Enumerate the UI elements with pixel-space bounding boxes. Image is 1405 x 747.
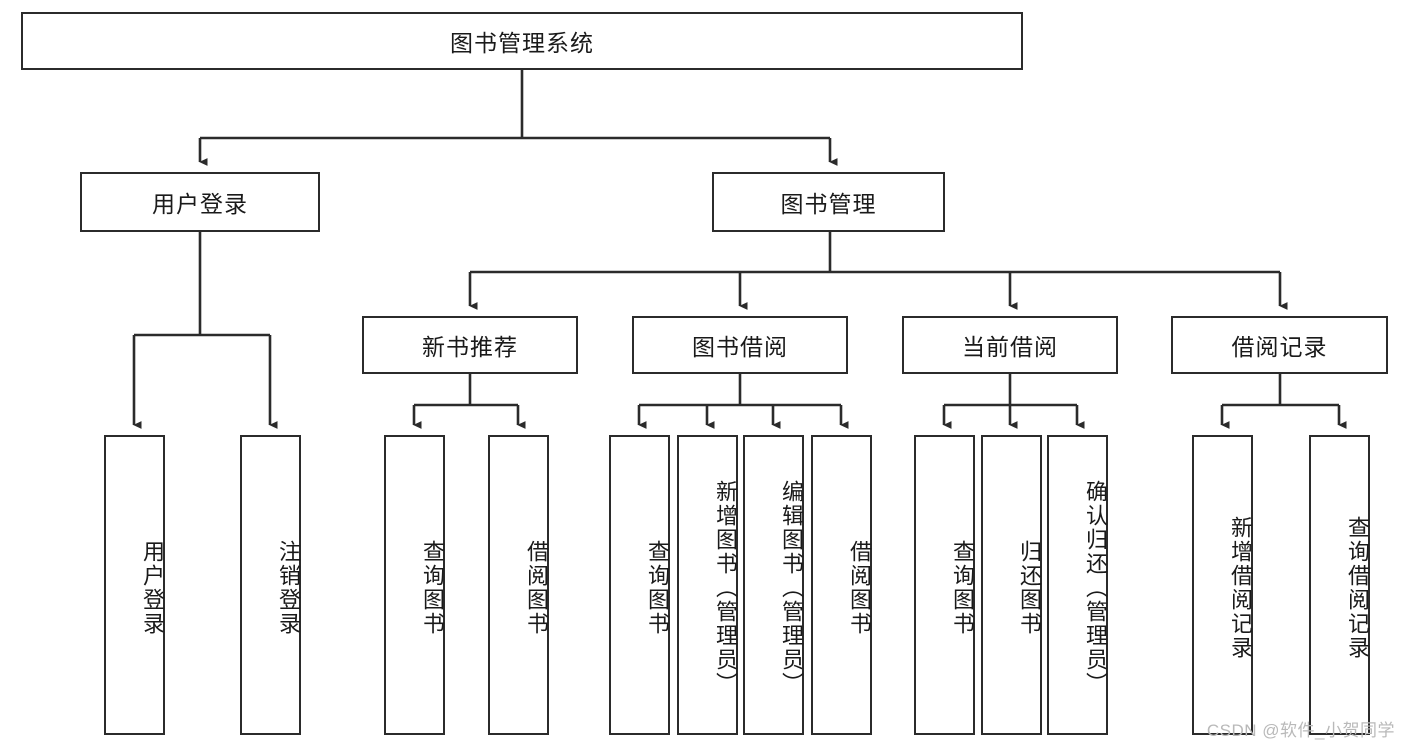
node-root-label: 图书管理系统 bbox=[450, 30, 594, 56]
node-leaf-query-book-1-label: 查询图书 bbox=[420, 540, 445, 636]
node-leaf-add-book-label: 新增图书（管理员） bbox=[713, 480, 738, 696]
node-new-book-recommend[interactable]: 新书推荐 bbox=[362, 316, 578, 374]
node-new-book-recommend-label: 新书推荐 bbox=[422, 334, 518, 360]
node-leaf-confirm-return[interactable]: 确认归还（管理员） bbox=[1047, 435, 1108, 735]
node-borrow-record[interactable]: 借阅记录 bbox=[1171, 316, 1388, 374]
node-user-login[interactable]: 用户登录 bbox=[80, 172, 320, 232]
node-leaf-borrow-book-1-label: 借阅图书 bbox=[524, 540, 549, 636]
node-leaf-user-logout[interactable]: 注销登录 bbox=[240, 435, 301, 735]
node-root[interactable]: 图书管理系统 bbox=[21, 12, 1023, 70]
node-leaf-query-record[interactable]: 查询借阅记录 bbox=[1309, 435, 1370, 735]
node-leaf-confirm-return-label: 确认归还（管理员） bbox=[1083, 480, 1108, 696]
node-leaf-add-record-label: 新增借阅记录 bbox=[1228, 516, 1253, 660]
node-leaf-query-book-2-label: 查询图书 bbox=[645, 540, 670, 636]
node-current-borrow-label: 当前借阅 bbox=[962, 334, 1058, 360]
node-leaf-query-book-3-label: 查询图书 bbox=[950, 540, 975, 636]
node-leaf-edit-book-label: 编辑图书（管理员） bbox=[779, 480, 804, 696]
node-book-borrow[interactable]: 图书借阅 bbox=[632, 316, 848, 374]
node-leaf-borrow-book-1[interactable]: 借阅图书 bbox=[488, 435, 549, 735]
node-leaf-return-book[interactable]: 归还图书 bbox=[981, 435, 1042, 735]
node-current-borrow[interactable]: 当前借阅 bbox=[902, 316, 1118, 374]
node-leaf-query-book-3[interactable]: 查询图书 bbox=[914, 435, 975, 735]
node-leaf-user-login[interactable]: 用户登录 bbox=[104, 435, 165, 735]
node-leaf-return-book-label: 归还图书 bbox=[1017, 540, 1042, 636]
node-leaf-edit-book[interactable]: 编辑图书（管理员） bbox=[743, 435, 804, 735]
node-book-borrow-label: 图书借阅 bbox=[692, 334, 788, 360]
node-leaf-add-book[interactable]: 新增图书（管理员） bbox=[677, 435, 738, 735]
node-leaf-add-record[interactable]: 新增借阅记录 bbox=[1192, 435, 1253, 735]
node-leaf-borrow-book-2[interactable]: 借阅图书 bbox=[811, 435, 872, 735]
node-leaf-query-record-label: 查询借阅记录 bbox=[1345, 516, 1370, 660]
node-book-manage[interactable]: 图书管理 bbox=[712, 172, 945, 232]
watermark: CSDN @软件_小贺同学 bbox=[1206, 721, 1395, 740]
node-leaf-user-logout-label: 注销登录 bbox=[276, 540, 301, 636]
node-book-manage-label: 图书管理 bbox=[780, 191, 877, 217]
node-leaf-borrow-book-2-label: 借阅图书 bbox=[847, 540, 872, 636]
node-borrow-record-label: 借阅记录 bbox=[1231, 334, 1328, 360]
node-leaf-query-book-1[interactable]: 查询图书 bbox=[384, 435, 445, 735]
node-leaf-query-book-2[interactable]: 查询图书 bbox=[609, 435, 670, 735]
node-leaf-user-login-label: 用户登录 bbox=[140, 540, 165, 636]
node-user-login-label: 用户登录 bbox=[152, 191, 248, 217]
